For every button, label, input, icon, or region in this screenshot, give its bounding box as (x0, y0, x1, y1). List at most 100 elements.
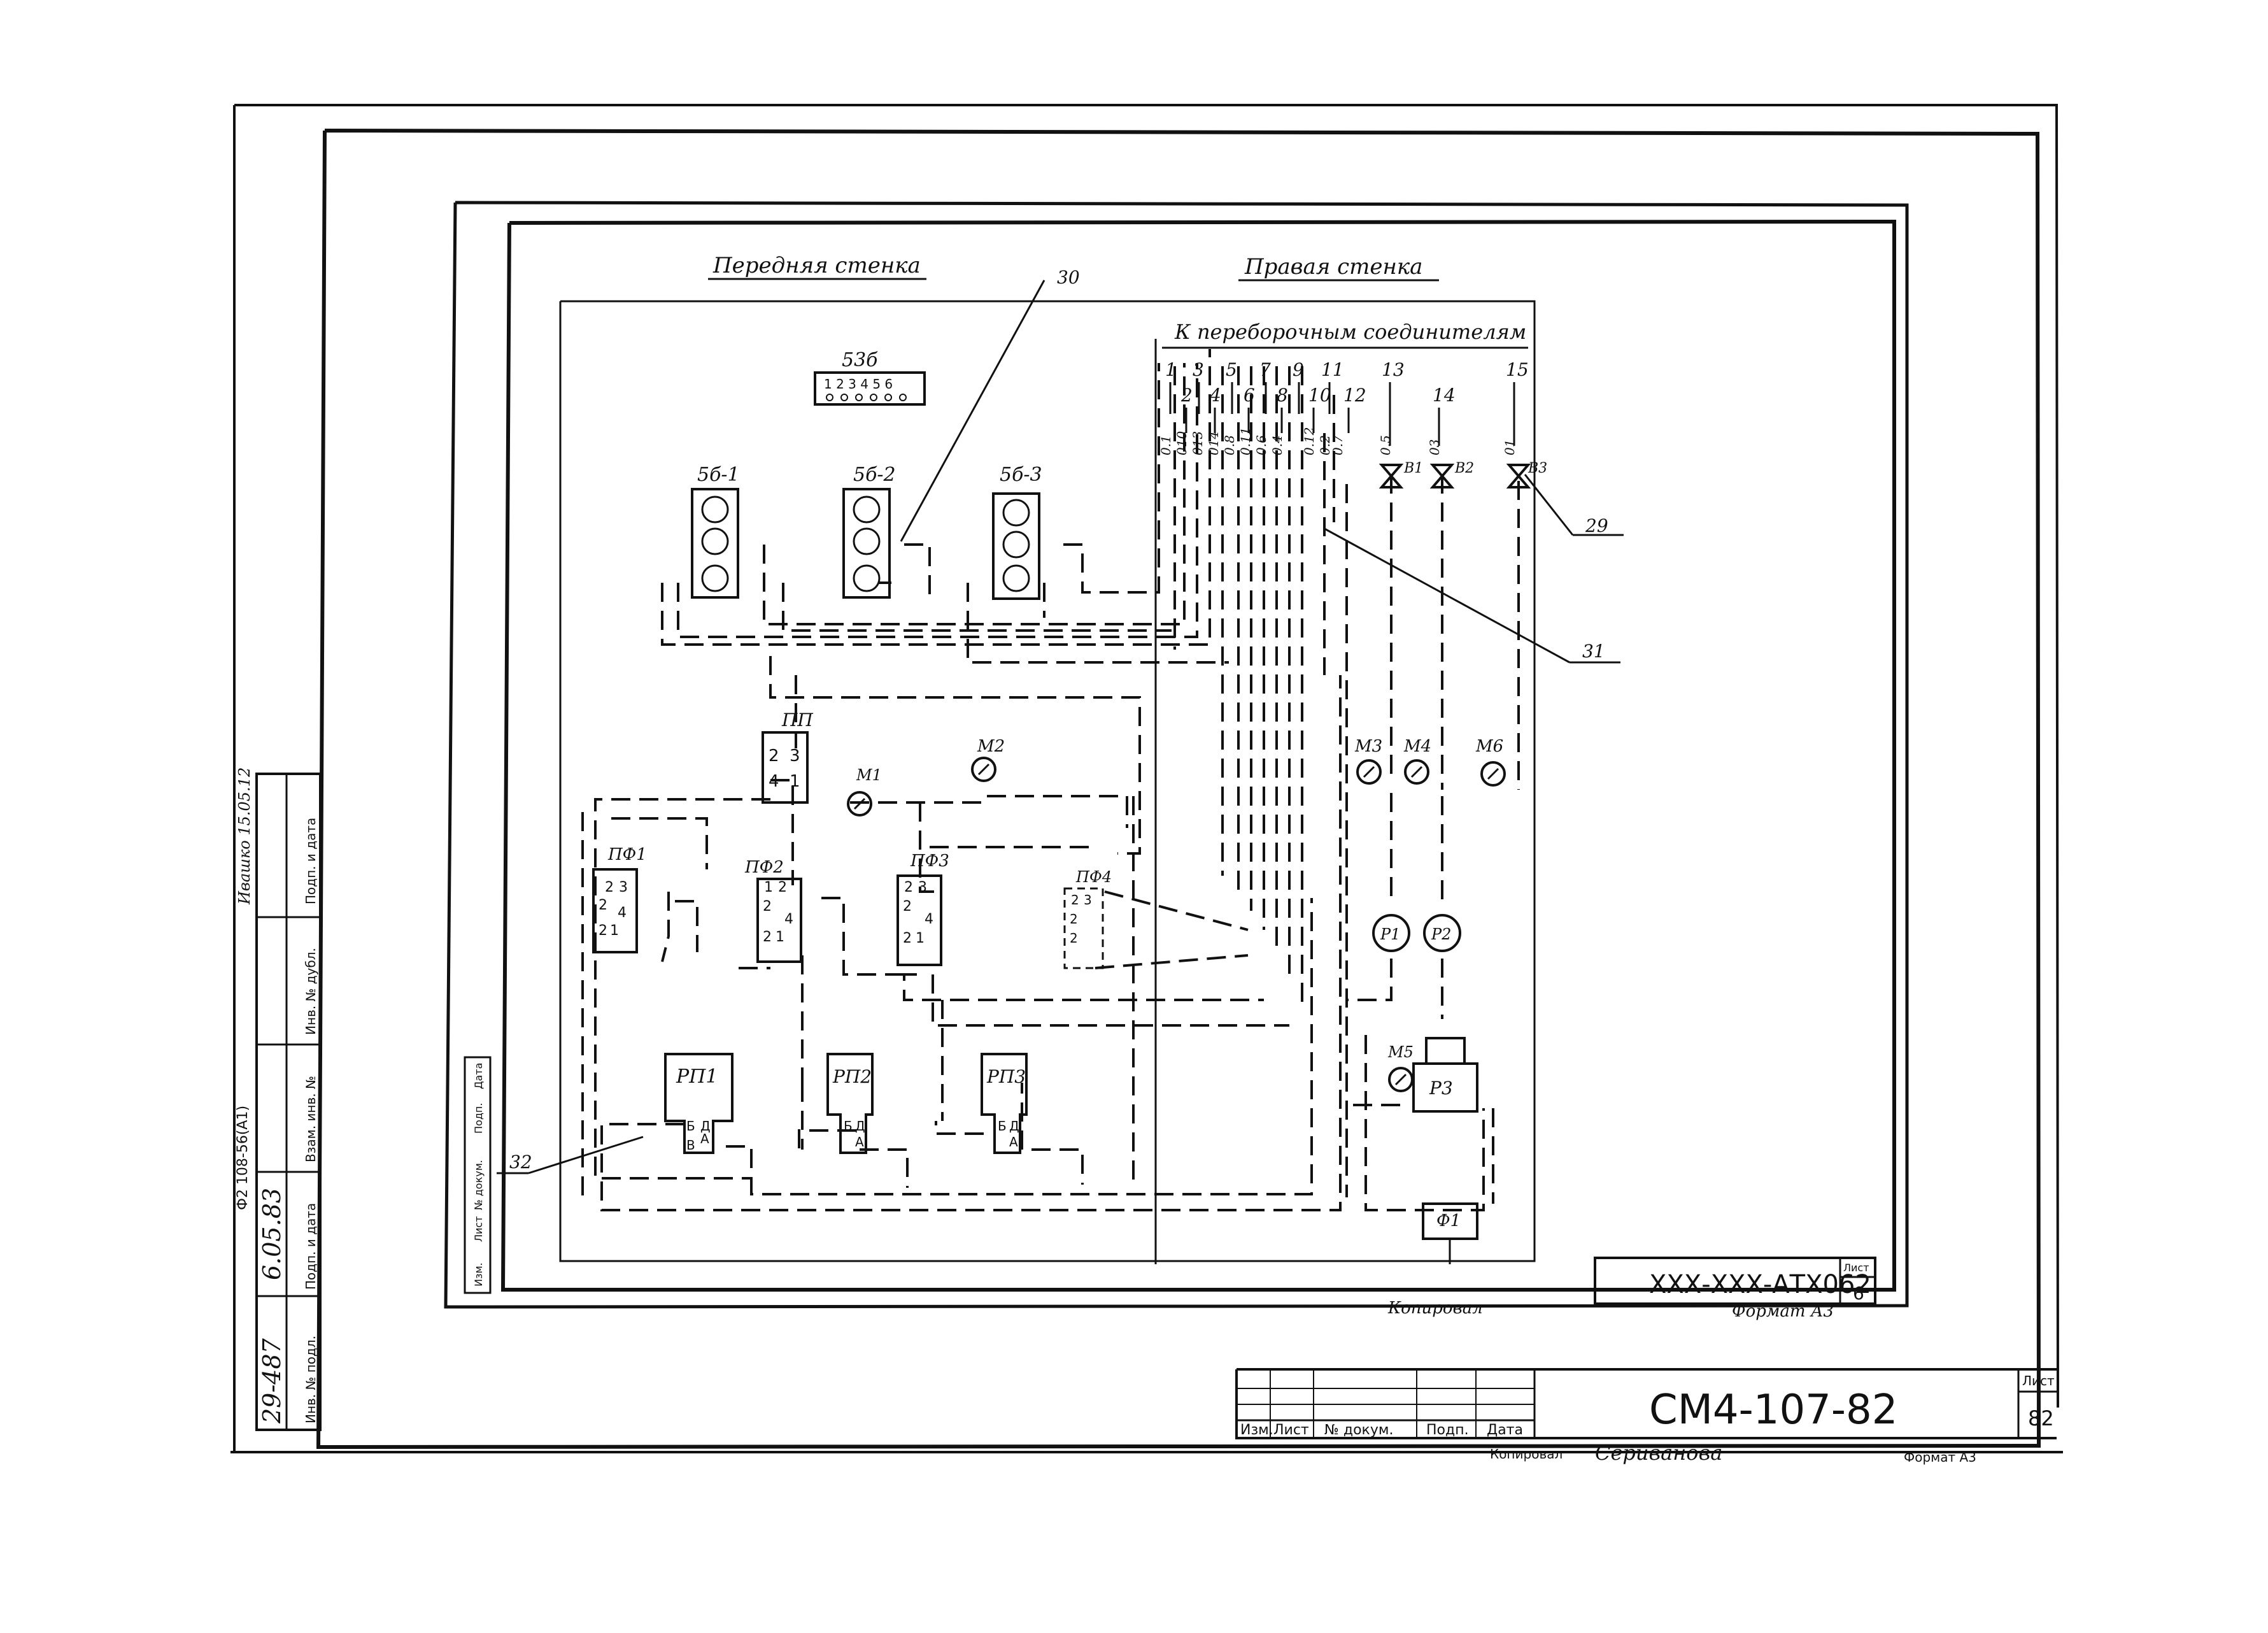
drawing-frames (230, 104, 2063, 1453)
line-code-4: 014 (1206, 431, 1221, 455)
inner-revision-columns: Изм. Лист № докум. Подп. Дата (464, 1056, 492, 1294)
rp3-port-a: А (1009, 1134, 1018, 1150)
line-code-8: 0.4 (1270, 435, 1285, 455)
inner-stamp-sheet: 6 (1853, 1283, 1864, 1304)
line-code-3: 013 (1190, 431, 1205, 455)
reducer-r3-label: Р3 (1429, 1078, 1453, 1099)
line-num-7: 7 (1259, 359, 1271, 380)
sensor-5b-3-label: 5б-3 (1000, 464, 1042, 486)
rp1-port-b: Б (686, 1118, 695, 1134)
rp1-port-a: А (700, 1131, 709, 1146)
valve-v1-label: В1 (1403, 460, 1423, 476)
callout-29: 29 (1585, 515, 1608, 536)
line-code-5: 0.8 (1222, 435, 1237, 455)
pf1-port-b: 3 (619, 880, 628, 895)
outer-stamp-sheet: 82 (2028, 1406, 2054, 1430)
line-codes: 0.1 010 013 014 0.8 0.11 0.6 0.4 0.12 0.… (1158, 427, 1517, 455)
outer-col-izm: Изм. (1240, 1422, 1273, 1438)
callout-30: 30 (1057, 267, 1080, 288)
side-value-5: 29-487 (258, 1337, 286, 1424)
inner-col-3: № докум. (472, 1160, 485, 1210)
inner-col-2: Лист (472, 1216, 485, 1242)
filter-f1: Ф1 (1422, 1202, 1478, 1264)
line-num-8: 8 (1277, 385, 1288, 406)
outer-stamp-sheet-label: Лист (2022, 1373, 2055, 1388)
pf3-port-b: 3 (918, 880, 927, 895)
side-row-2: Инв. № дубл. (303, 948, 318, 1035)
front-wall-label: Передняя стенка (712, 253, 921, 278)
line-num-11: 11 (1321, 359, 1344, 380)
device-pp: ПП 2 3 4 1 (762, 710, 813, 804)
inner-col-4: Подп. (472, 1103, 485, 1134)
outer-stamp-code: СМ4-107-82 (1649, 1387, 1897, 1434)
relay-rp2: РП2 Б Д А (826, 1053, 874, 1154)
rp1-port-v: В (686, 1137, 695, 1153)
line-code-9: 0.12 (1301, 427, 1317, 455)
right-wall-label: Правая стенка (1244, 254, 1422, 280)
rp3-port-b: Б (998, 1118, 1007, 1134)
pipe-lines (581, 349, 1520, 1211)
pp-port-4: 4 (769, 772, 779, 791)
pf1-port-e: 2 (599, 923, 607, 939)
outer-col-date: Дата (1487, 1422, 1523, 1438)
regulator-p2: Р2 (1423, 914, 1461, 952)
rp2-port-b: Б (844, 1118, 853, 1134)
line-num-14: 14 (1433, 385, 1456, 406)
relay-rp3-label: РП3 (986, 1066, 1026, 1087)
pf3-port-f: 1 (916, 931, 925, 946)
pf4-port-c: 2 (1070, 911, 1078, 927)
pf2-port-a: 1 (764, 880, 773, 895)
gauge-m3: М3 (1354, 737, 1382, 785)
wall-labels: Передняя стенка Правая стенка К переборо… (708, 253, 1528, 349)
sensor-5b-1: 5б-1 (691, 464, 740, 599)
pf2-port-d: 4 (784, 911, 793, 927)
pf4-port-b: 3 (1084, 892, 1092, 908)
pf2-port-c: 2 (763, 899, 772, 915)
side-row-1: Подп. и дата (303, 818, 318, 904)
gauge-m5: М5 (1387, 1043, 1414, 1092)
device-pf1: ПФ1 2 3 2 4 2 1 (592, 845, 647, 953)
pf2-port-b: 2 (778, 880, 787, 895)
valve-v3-label: В3 (1527, 460, 1547, 476)
side-row-4: Подп. и дата (303, 1203, 318, 1290)
line-numbers-top: 1 3 5 7 9 11 13 15 (1165, 359, 1529, 380)
callout-32: 32 (509, 1152, 532, 1173)
rp3-port-d: Д (1009, 1118, 1019, 1134)
side-row-5: Инв. № подл. (303, 1336, 318, 1423)
inner-stamp: ХХХ-ХХХ-АТХ062 Лист 6 Копировал Формат А… (1387, 1257, 1876, 1321)
callouts: 30 29 31 32 (497, 267, 1624, 1174)
line-num-1: 1 (1165, 359, 1177, 380)
outer-col-sign: Подп. (1426, 1422, 1469, 1438)
pf3-port-d: 4 (925, 911, 933, 927)
sensor-5b-2-label: 5б-2 (853, 464, 896, 486)
gauge-m4: М4 (1403, 737, 1431, 785)
relay-rp1: РП1 Б Д А В (664, 1053, 734, 1154)
gauge-m5-label: М5 (1387, 1043, 1414, 1061)
reducer-r3: Р3 (1412, 1037, 1478, 1113)
terminal-label: 53б (842, 349, 878, 371)
regulator-p2-label: Р2 (1431, 925, 1451, 943)
sensor-5b-3: 5б-3 (992, 464, 1042, 600)
line-num-15: 15 (1506, 359, 1529, 380)
regulator-p1-label: Р1 (1380, 925, 1400, 943)
device-pf2-label: ПФ2 (744, 858, 784, 877)
pf4-port-a: 2 (1071, 892, 1079, 908)
device-pp-label: ПП (781, 710, 813, 731)
valve-v2-label: В2 (1454, 460, 1474, 476)
relay-rp3: РП3 Б Д А (981, 1053, 1028, 1154)
line-code-6: 0.11 (1238, 427, 1253, 455)
gauge-m2: М2 (971, 737, 1005, 782)
line-num-5: 5 (1226, 359, 1237, 380)
pf1-port-d: 4 (618, 905, 627, 921)
inner-col-1: Изм. (472, 1262, 485, 1287)
line-code-7: 0.6 (1254, 435, 1269, 455)
gauge-m1: М1 (847, 766, 882, 816)
device-pf4: ПФ4 2 3 2 2 (1063, 868, 1112, 969)
filter-f1-label: Ф1 (1436, 1211, 1461, 1230)
relay-rp2-label: РП2 (832, 1066, 872, 1087)
gauge-m3-label: М3 (1354, 737, 1382, 756)
rp2-port-d: Д (855, 1118, 865, 1134)
regulator-p1: Р1 (1372, 914, 1410, 952)
pp-port-3: 3 (790, 746, 800, 766)
